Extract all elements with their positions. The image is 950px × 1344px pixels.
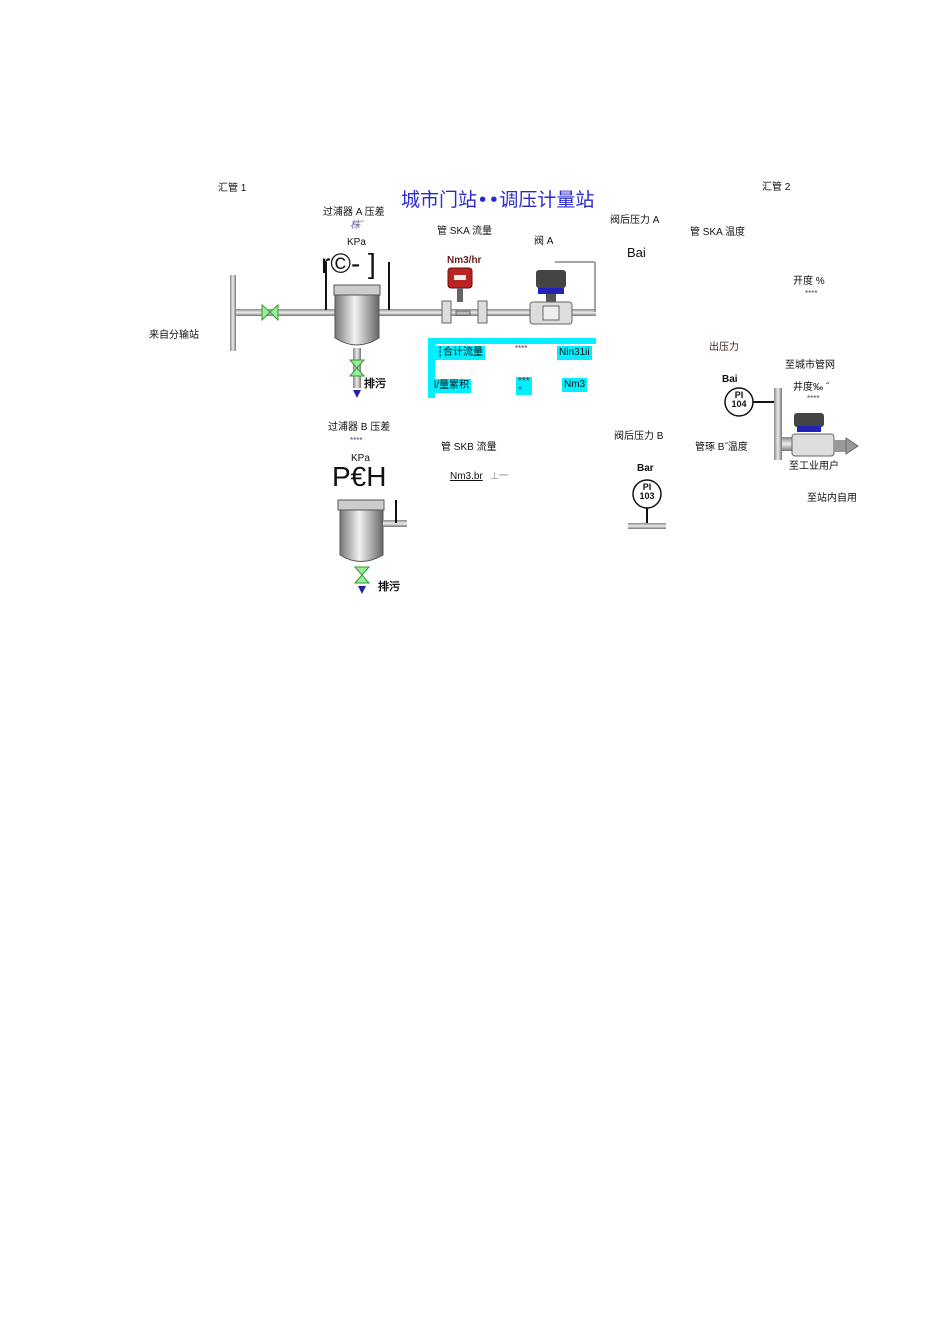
flowmeter-a-icon — [441, 267, 488, 324]
filter-a-dp-label: 过浦器 A 压差 — [323, 207, 385, 218]
header-2-label: 汇管 2 — [762, 182, 791, 193]
control-valve-b-icon — [782, 413, 859, 457]
temp-a-label: 管 SKA 温度 — [690, 227, 746, 238]
total-flow-value: **** — [515, 344, 528, 353]
flow-panel — [428, 338, 596, 398]
total-volume-label: ǐ/量累积 — [432, 379, 471, 393]
filter-b-icon — [337, 499, 407, 594]
post-pressure-b-label: 阀后压力 B — [614, 431, 664, 442]
total-flow-unit: Nin31ii — [557, 346, 592, 360]
pi104-unit: Bai — [722, 374, 738, 385]
filter-a-gauge: r©- ] — [321, 248, 376, 279]
filter-b-gauge: P€H — [332, 461, 387, 492]
drain-a-label: 排污 — [364, 378, 386, 390]
opening-2-value: **** — [807, 394, 820, 403]
filter-a-dp-value: 株˝ — [350, 220, 364, 231]
total-flow-label: ┆合计流量 — [435, 346, 486, 360]
opening-value: **** — [805, 289, 818, 298]
control-valve-a-icon — [529, 270, 573, 325]
flow-b-extra: ⊥一 — [490, 471, 509, 482]
ball-valve-icon — [261, 303, 279, 322]
header-1-label: 汇管 1 — [218, 183, 247, 194]
to-industry-label: 至工业用户 — [789, 461, 839, 472]
page-title: 城市门站••调压计量站 — [401, 189, 595, 211]
filter-a-icon — [333, 284, 381, 398]
pi104-tag: PI 104 — [731, 390, 747, 409]
filter-b-unit: KPa — [351, 453, 370, 464]
filter-b-dp-value: **** — [350, 436, 363, 445]
main-pipe-a — [236, 309, 596, 316]
to-city-label: 至城市管网 — [785, 360, 835, 371]
flow-a-label: 管 SKA 流量 — [437, 226, 493, 237]
opening-2-label: 井度‰ ˝ — [793, 382, 830, 393]
total-volume-unit: Nm3 — [562, 378, 588, 392]
post-pressure-a-label: 阀后压力 A — [610, 215, 660, 226]
opening-label: 开度 % — [793, 276, 825, 287]
flow-b-label: 管 SKB 流量 — [441, 442, 497, 453]
drain-b-label: 排污 — [378, 581, 400, 593]
flow-a-unit: Nm3/hr — [447, 255, 482, 266]
pi103-unit: Bar — [637, 463, 654, 474]
total-volume-value: *** * — [516, 376, 532, 396]
header-pipe-1 — [230, 275, 236, 351]
flow-b-unit: Nm3.br — [450, 471, 483, 482]
pressure-indicator-pi103 — [632, 479, 662, 509]
post-pressure-a-unit: Bai — [627, 245, 646, 260]
filter-a-unit: KPa — [347, 237, 366, 248]
pi103-tag: PI 103 — [639, 482, 655, 501]
temp-b-label: 管琢 B˝温度 — [695, 442, 748, 453]
header-pipe-2 — [774, 388, 782, 460]
pressure-indicator-pi104 — [724, 387, 754, 417]
filter-b-dp-label: 过浦器 B 压差 — [328, 422, 391, 433]
valve-a-label: 阀 A — [534, 236, 554, 247]
outlet-pressure-label: 出压力 — [709, 342, 739, 353]
source-label: 来自分输站 — [149, 330, 199, 341]
to-self-label: 至站内自用 — [807, 493, 857, 504]
